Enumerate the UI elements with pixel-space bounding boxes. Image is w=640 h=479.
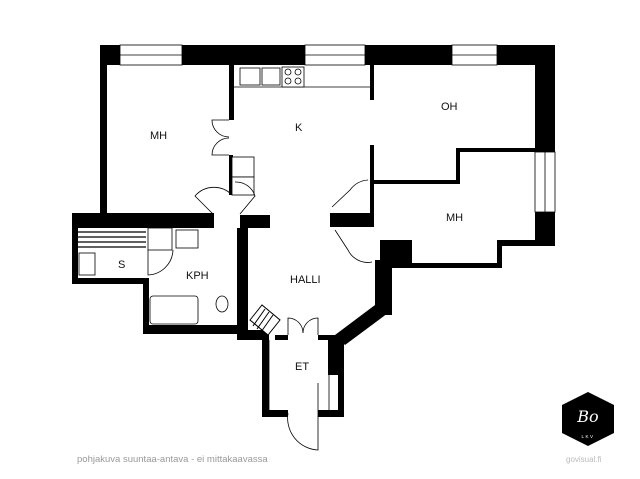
electric-panel-icon bbox=[78, 252, 96, 276]
room-label-sauna: S bbox=[118, 259, 125, 271]
room-label-kitchen: K bbox=[295, 122, 303, 134]
logo: Bo LKV bbox=[562, 392, 614, 446]
windows bbox=[119, 44, 556, 213]
logo-sub: LKV bbox=[581, 434, 594, 439]
disclaimer-text: pohjakuva suuntaa-antava - ei mittakaava… bbox=[77, 454, 268, 465]
room-label-mh-right: MH bbox=[446, 212, 463, 224]
bathtub-icon bbox=[149, 295, 199, 325]
sink-icon bbox=[239, 67, 261, 86]
room-label-oh: OH bbox=[441, 101, 458, 113]
sauna-stove-icon bbox=[147, 227, 173, 251]
electric-cabinet-icon bbox=[231, 156, 255, 178]
stairs-icon bbox=[249, 304, 281, 336]
washbasin-icon bbox=[175, 229, 199, 249]
logo-mark: Bo bbox=[576, 407, 598, 426]
room-label-mh-left: MH bbox=[150, 130, 167, 142]
room-label-entry: ET bbox=[295, 361, 309, 373]
walls bbox=[72, 45, 555, 417]
room-label-bathroom: KPH bbox=[186, 270, 209, 282]
kitchen-counter bbox=[78, 66, 370, 325]
site-credit: govisual.fi bbox=[566, 455, 602, 464]
window-lines bbox=[120, 54, 546, 410]
doors bbox=[147, 119, 373, 451]
sauna-bench bbox=[78, 221, 146, 248]
room-label-hall: HALLI bbox=[290, 274, 321, 286]
toilet-icon bbox=[215, 295, 229, 313]
dishwasher-icon bbox=[261, 67, 281, 86]
